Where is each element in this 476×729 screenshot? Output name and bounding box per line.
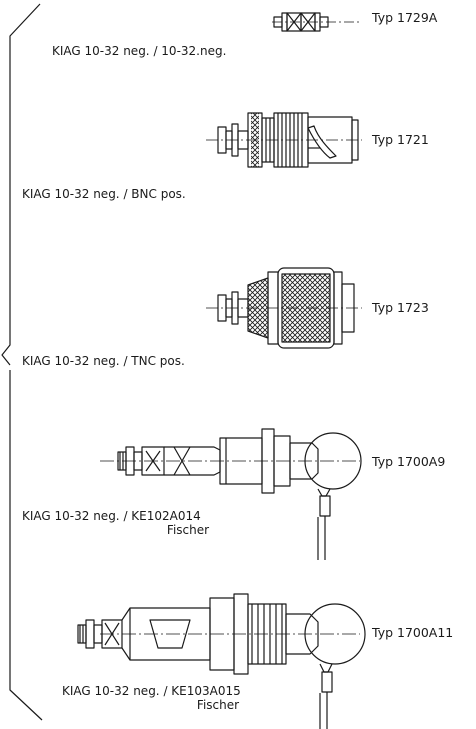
description-1700a9-line2: Fischer: [166, 523, 210, 537]
adapter-1729a-drawing: [272, 12, 360, 32]
type-label-1700a11: Typ 1700A11: [372, 625, 454, 640]
type-label-1729a: Typ 1729A: [372, 10, 438, 25]
adapter-1721-drawing: [206, 112, 362, 168]
adapter-1700a9-drawing: [100, 428, 362, 560]
description-1723: KIAG 10-32 neg. / TNC pos.: [22, 354, 185, 368]
type-label-1721: Typ 1721: [372, 132, 429, 147]
adapter-1723-drawing: [206, 267, 362, 349]
description-1700a11-line2: Fischer: [196, 698, 240, 712]
adapter-1700a11-drawing: [77, 593, 366, 729]
type-label-1700a9: Typ 1700A9: [372, 454, 446, 469]
description-1729a: KIAG 10-32 neg. / 10-32.neg.: [52, 44, 227, 58]
type-label-1723: Typ 1723: [372, 300, 429, 315]
description-1700a11: KIAG 10-32 neg. / KE103A015: [62, 684, 241, 698]
group-brace-top: [1, 3, 41, 366]
description-1721: KIAG 10-32 neg. / BNC pos.: [22, 187, 186, 201]
description-1700a9: KIAG 10-32 neg. / KE102A014: [22, 509, 201, 523]
group-brace-bottom: [9, 370, 43, 721]
